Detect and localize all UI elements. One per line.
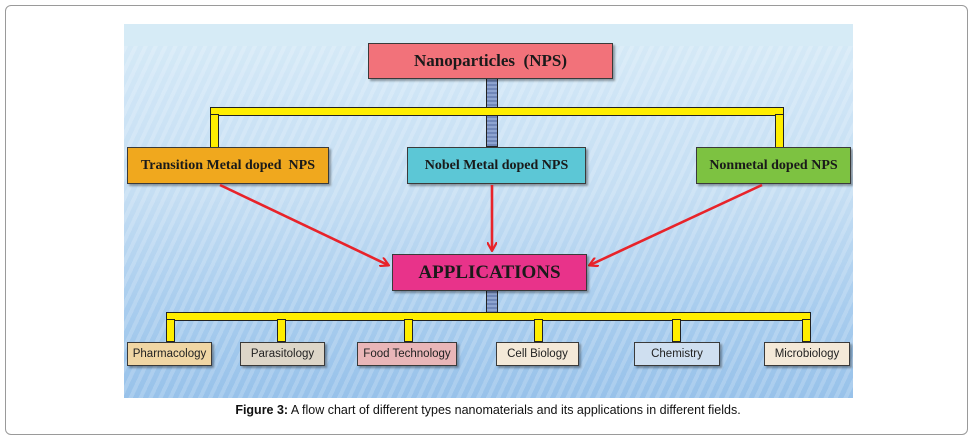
application-node-chemistry: Chemistry	[634, 342, 720, 366]
drop-chemistry	[672, 319, 681, 342]
application-node-cell-biology: Cell Biology	[496, 342, 579, 366]
application-label: Pharmacology	[132, 348, 207, 360]
arrow-transition-to-applications	[219, 183, 388, 265]
application-node-microbiology: Microbiology	[764, 342, 850, 366]
application-label: Food Technology	[363, 348, 451, 360]
arrow-nonmetal-to-applications	[590, 183, 763, 265]
drop-parasitology	[277, 319, 286, 342]
application-label: Cell Biology	[507, 348, 568, 360]
application-node-pharmacology: Pharmacology	[127, 342, 212, 366]
top-branch-bar	[210, 107, 784, 116]
category-label: Transition Metal doped NPS	[141, 157, 315, 173]
bottom-branch-bar	[166, 312, 811, 321]
drop-microbiology	[802, 319, 811, 342]
category-node-nonmetal: Nonmetal doped NPS	[696, 147, 851, 184]
application-label: Chemistry	[651, 348, 703, 360]
hub-connector	[486, 289, 498, 314]
application-label: Microbiology	[774, 348, 840, 360]
caption-text: A flow chart of different types nanomate…	[288, 403, 741, 417]
application-label: Parasitology	[250, 348, 315, 360]
arrows-layer	[219, 183, 763, 398]
root-node-label: Nanoparticles (NPS)	[414, 51, 567, 70]
category-label: Nobel Metal doped NPS	[424, 157, 569, 173]
category-node-transition-metal: Transition Metal doped NPS	[127, 147, 329, 184]
caption-prefix: Figure 3:	[235, 403, 289, 417]
figure-caption: Figure 3: A flow chart of different type…	[0, 403, 976, 417]
application-node-parasitology: Parasitology	[240, 342, 325, 366]
root-node: Nanoparticles (NPS)	[368, 43, 613, 79]
drop-pharmacology	[166, 319, 175, 342]
applications-hub-label: APPLICATIONS	[418, 261, 561, 283]
category-label: Nonmetal doped NPS	[709, 157, 838, 173]
applications-hub-node: APPLICATIONS	[392, 254, 587, 291]
application-node-food-technology: Food Technology	[357, 342, 457, 366]
category-node-nobel-metal: Nobel Metal doped NPS	[407, 147, 586, 184]
drop-food-technology	[404, 319, 413, 342]
drop-cell-biology	[534, 319, 543, 342]
flowchart-figure: Nanoparticles (NPS) Transition Metal dop…	[124, 24, 853, 398]
